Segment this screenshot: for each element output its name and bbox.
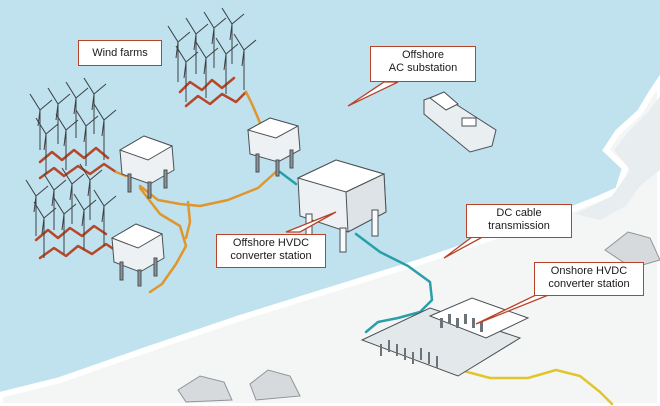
label-offshore-hvdc-line2: converter station bbox=[230, 250, 312, 262]
label-offshore-ac-substation: Offshore AC substation bbox=[370, 46, 476, 82]
offshore-ac-substation-top bbox=[246, 117, 301, 177]
callout-pointers bbox=[285, 81, 557, 325]
wind-turbines-left-upper bbox=[29, 77, 117, 174]
label-dc-cable-line2: transmission bbox=[488, 220, 550, 232]
label-dc-cable-line1: DC cable bbox=[496, 207, 542, 219]
onshore-hvdc-station bbox=[360, 297, 530, 377]
label-offshore-hvdc-station: Offshore HVDC converter station bbox=[216, 234, 326, 268]
dc-cable-offshore bbox=[278, 170, 434, 334]
ship bbox=[423, 91, 497, 153]
pointer-offshore-hvdc bbox=[285, 211, 337, 233]
label-onshore-hvdc-station: Onshore HVDC converter station bbox=[534, 262, 644, 296]
label-dc-cable-transmission: DC cable transmission bbox=[466, 204, 572, 238]
array-cable-red bbox=[34, 76, 248, 260]
offshore-ac-substation-bottom bbox=[110, 223, 165, 287]
inland-coast-band bbox=[575, 96, 660, 220]
offshore-ac-substation-middle bbox=[118, 135, 175, 199]
label-wind-farms-text: Wind farms bbox=[92, 47, 148, 59]
label-onshore-hvdc-line2: converter station bbox=[548, 278, 630, 290]
label-offshore-ac-line1: Offshore bbox=[402, 49, 444, 61]
wind-turbines-top bbox=[167, 7, 257, 102]
label-wind-farms: Wind farms bbox=[78, 40, 162, 66]
offshore-hvdc-platform bbox=[296, 159, 387, 253]
pointer-offshore-ac bbox=[347, 81, 399, 107]
wind-turbines-left-lower bbox=[25, 163, 117, 258]
label-onshore-hvdc-line1: Onshore HVDC bbox=[550, 265, 628, 277]
label-offshore-ac-line2: AC substation bbox=[388, 62, 458, 74]
label-offshore-hvdc-line1: Offshore HVDC bbox=[232, 237, 310, 249]
onshore-ac-cable bbox=[458, 368, 614, 406]
